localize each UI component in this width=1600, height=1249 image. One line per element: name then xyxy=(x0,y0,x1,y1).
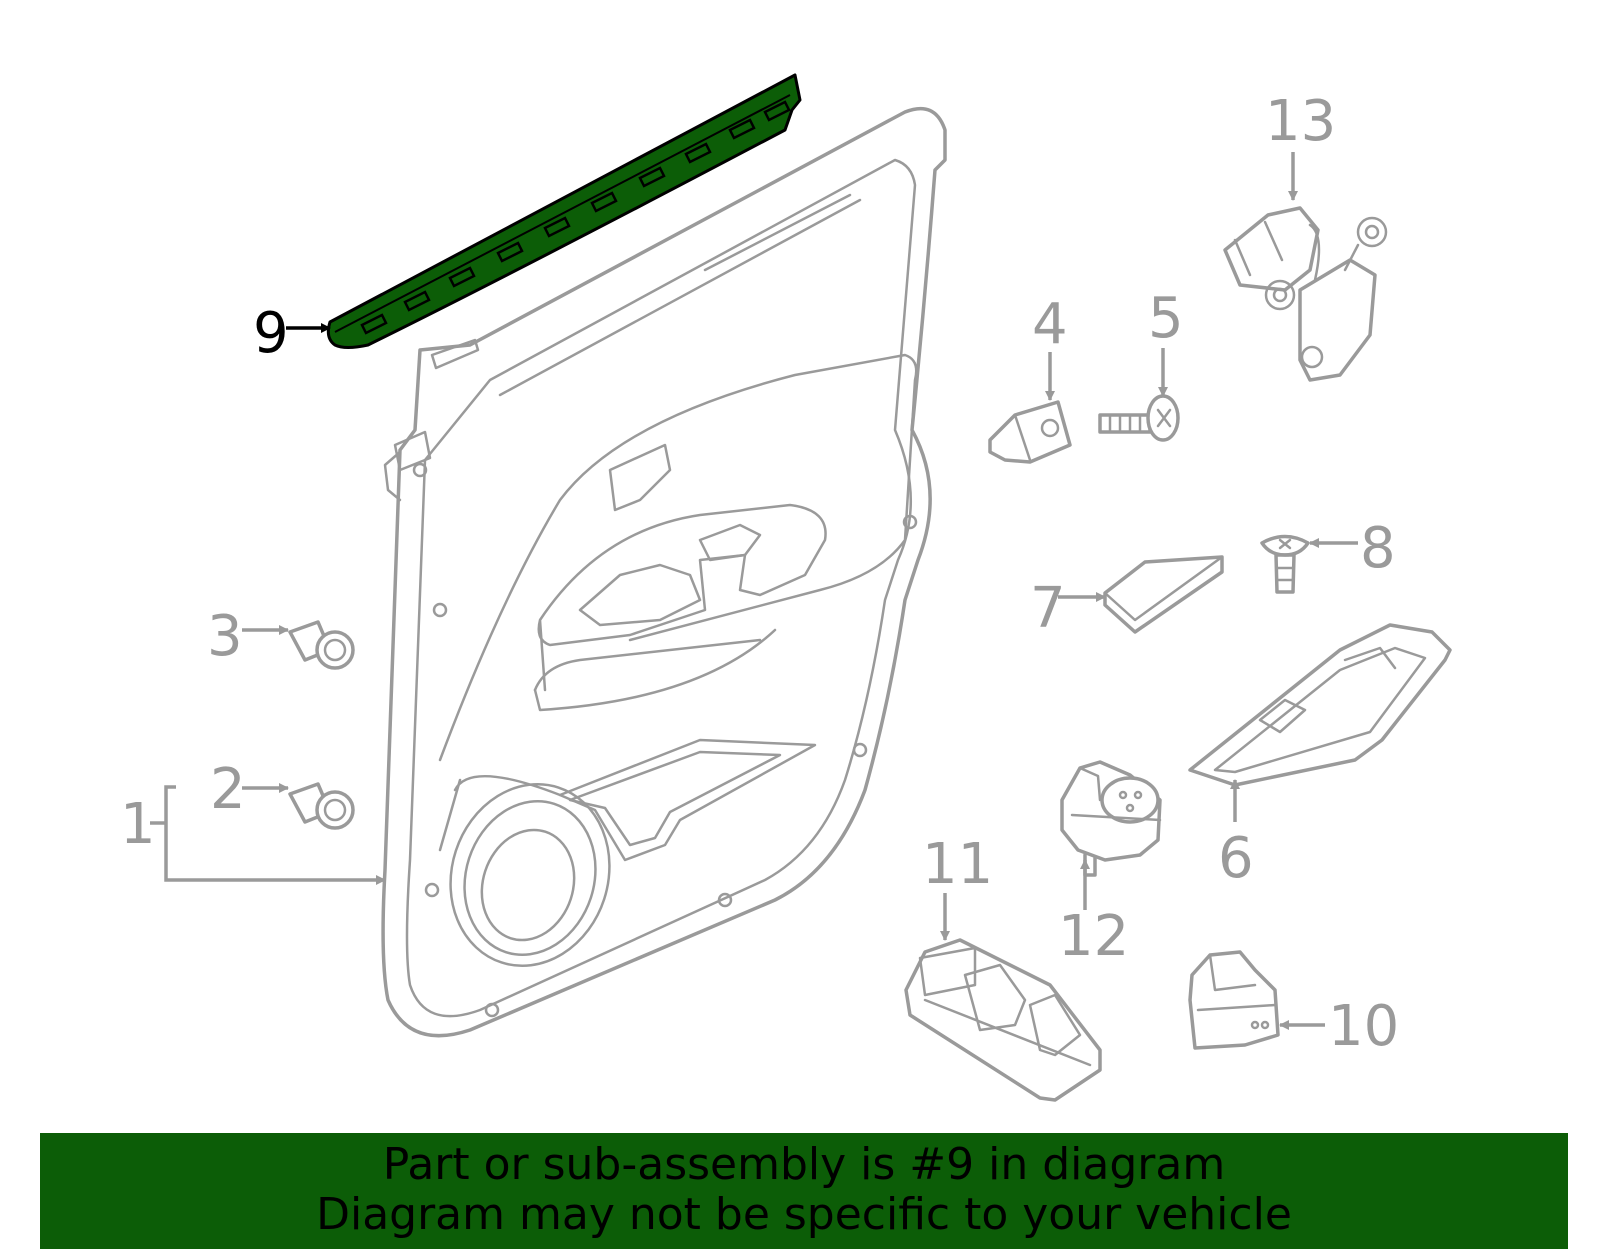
callout-9: 9 xyxy=(253,301,289,366)
callout-8: 8 xyxy=(1360,516,1396,581)
callout-5: 5 xyxy=(1148,286,1184,351)
callout-12: 12 xyxy=(1058,904,1129,969)
part-12-mirror-switch xyxy=(1060,760,1162,877)
part-8-screw xyxy=(1260,534,1310,594)
callout-6: 6 xyxy=(1218,826,1254,891)
part-13-latch xyxy=(1223,206,1388,382)
part-2-clip xyxy=(288,782,355,830)
callout-labels: 1 2 3 4 5 6 7 8 9 10 11 12 13 xyxy=(120,89,1399,1059)
callout-11: 11 xyxy=(922,832,993,897)
callout-1: 1 xyxy=(120,792,156,857)
callout-4: 4 xyxy=(1032,292,1068,357)
part-3-clip xyxy=(288,620,355,670)
callout-2: 2 xyxy=(210,757,246,822)
banner-line-2: Diagram may not be specific to your vehi… xyxy=(316,1189,1292,1240)
part-6-bezel xyxy=(1188,623,1452,787)
leader-lines xyxy=(150,152,1358,1030)
part-5-bolt xyxy=(1098,394,1180,442)
info-banner: Part or sub-assembly is #9 in diagram Di… xyxy=(40,1133,1568,1249)
part-10-switch xyxy=(1188,950,1280,1050)
callout-13: 13 xyxy=(1265,89,1336,154)
banner-line-1: Part or sub-assembly is #9 in diagram xyxy=(382,1139,1226,1190)
part-4-bracket xyxy=(988,400,1072,464)
callout-10: 10 xyxy=(1328,994,1399,1059)
callout-3: 3 xyxy=(207,604,243,669)
part-9-strip xyxy=(326,73,802,349)
part-11-window-switch xyxy=(904,938,1102,1102)
door-trim-panel xyxy=(381,106,947,1038)
callout-7: 7 xyxy=(1030,576,1066,641)
part-7-pad xyxy=(1103,555,1224,634)
